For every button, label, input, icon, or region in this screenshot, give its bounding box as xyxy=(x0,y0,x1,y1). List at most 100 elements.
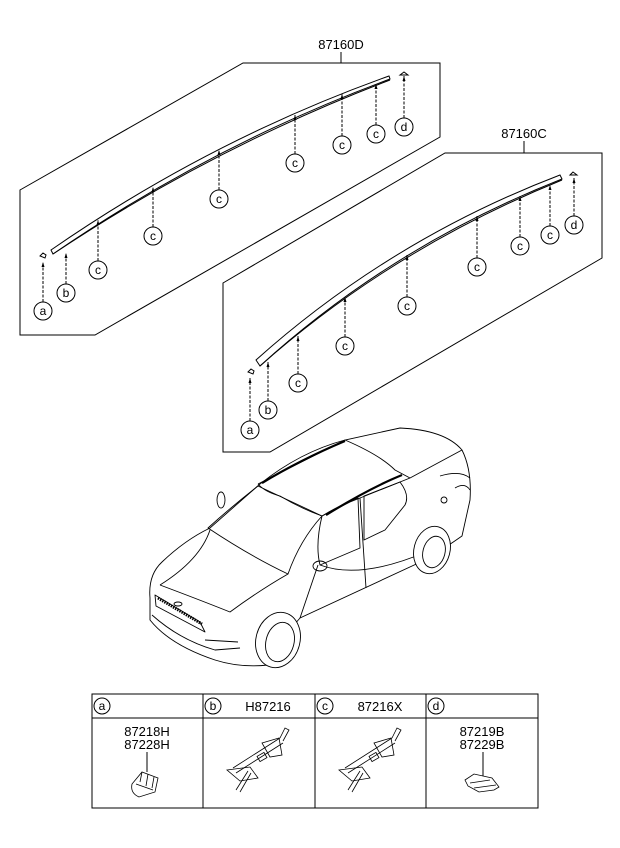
callout-circle xyxy=(56,283,76,303)
clip-d-part xyxy=(398,71,410,76)
callout-label-c: c xyxy=(339,138,345,152)
callout-circle xyxy=(510,236,530,256)
part-number: 87218H xyxy=(124,724,170,739)
callout-circle xyxy=(427,697,445,715)
car-grille-mesh xyxy=(157,596,203,626)
clip-d-part xyxy=(568,171,579,176)
part-number: 87219B xyxy=(460,724,505,739)
assembly-label: 87160D xyxy=(318,37,364,52)
callout-circle xyxy=(204,697,222,715)
arrow-up-icon xyxy=(151,187,155,192)
car-roof-rail-right xyxy=(325,473,403,516)
callout-circle xyxy=(209,189,229,209)
callout-label-c: c xyxy=(295,376,301,390)
car-bumper xyxy=(151,614,241,651)
callout-circle xyxy=(335,336,355,356)
table-column-d: d 87219B 87229B xyxy=(427,697,505,793)
arrow-up-icon xyxy=(402,76,406,81)
callout-label-c: c xyxy=(216,192,222,206)
assembly-frame xyxy=(19,62,441,336)
column-key: d xyxy=(433,699,440,713)
callout-label-c: c xyxy=(517,239,523,253)
part-number: 87216X xyxy=(358,699,403,714)
fastener-clip-icon xyxy=(226,727,290,793)
table-column-a: a 87218H 87228H xyxy=(93,697,170,798)
car-windshield xyxy=(207,485,323,575)
arrow-up-icon xyxy=(374,84,378,89)
car-front-rim xyxy=(265,621,295,663)
car-antenna-mirror xyxy=(216,491,226,509)
callout-circle xyxy=(397,296,417,316)
arrow-up-icon xyxy=(217,150,221,155)
callout-circle xyxy=(316,697,334,715)
rail-edge xyxy=(259,179,563,367)
roof-rail-molding xyxy=(50,75,391,255)
callout-label-b: b xyxy=(63,286,70,300)
callout-circle xyxy=(285,153,305,173)
arrow-up-icon xyxy=(41,262,45,267)
car-roof-rail-left xyxy=(261,439,346,484)
fastener-clip-icon xyxy=(338,727,402,793)
assembly-frame xyxy=(222,152,603,453)
arrow-up-icon xyxy=(293,115,297,120)
callout-circle xyxy=(288,373,308,393)
callout-circle xyxy=(93,697,111,715)
part-number: 87229B xyxy=(460,737,505,752)
sedan-car-icon xyxy=(149,427,471,669)
callout-label-c: c xyxy=(474,260,480,274)
arrow-up-icon xyxy=(343,297,347,302)
arrow-up-icon xyxy=(296,336,300,341)
car-logo xyxy=(173,601,183,607)
callout-label-c: c xyxy=(404,299,410,313)
car-rear-rim xyxy=(422,535,446,569)
callout-label-c: c xyxy=(292,156,298,170)
car-side-mirror xyxy=(312,560,328,572)
column-key: a xyxy=(99,699,106,713)
car-front-window xyxy=(317,497,361,566)
callout-circle xyxy=(394,117,414,137)
car-door-lines xyxy=(299,497,427,619)
callout-circle xyxy=(143,226,163,246)
callout-circle xyxy=(240,420,260,440)
callout-label-c: c xyxy=(342,339,348,353)
callout-label-c: c xyxy=(150,229,156,243)
car-line xyxy=(344,439,411,479)
roof-rail-molding xyxy=(255,174,563,367)
table-column-b: b H87216 xyxy=(204,697,291,793)
callout-circle xyxy=(258,400,278,420)
column-key: b xyxy=(210,699,217,713)
cap-clip-icon xyxy=(131,771,159,798)
callout-label-a: a xyxy=(247,423,254,437)
callout-label-a: a xyxy=(40,304,47,318)
part-number: H87216 xyxy=(245,699,291,714)
assembly-87160D: 87160D a b c c c c c c d xyxy=(19,37,441,336)
arrow-up-icon xyxy=(266,362,270,367)
arrow-up-icon xyxy=(340,94,344,99)
arrow-up-icon xyxy=(96,220,100,225)
car-rear-window xyxy=(363,481,408,541)
arrow-up-icon xyxy=(405,255,409,260)
assembly-label: 87160C xyxy=(501,126,547,141)
callout-label-c: c xyxy=(373,127,379,141)
car-fuel-door xyxy=(440,496,448,504)
end-cap-icon xyxy=(464,773,500,793)
callout-label-c: c xyxy=(547,228,553,242)
callout-circle xyxy=(88,260,108,280)
column-key: c xyxy=(322,699,328,713)
car-trunk xyxy=(439,473,471,491)
clip-a-part xyxy=(247,368,255,375)
table-column-c: c 87216X xyxy=(316,697,403,793)
car-hood xyxy=(159,529,289,613)
parts-table: a 87218H 87228H b H87216 xyxy=(91,693,539,809)
callout-circle xyxy=(33,301,53,321)
callout-label-d: d xyxy=(401,120,408,134)
callout-label-b: b xyxy=(265,403,272,417)
car-body xyxy=(149,427,471,667)
arrow-up-icon xyxy=(518,196,522,201)
callout-circle xyxy=(332,135,352,155)
arrow-up-icon xyxy=(248,378,252,383)
clip-a-part xyxy=(39,252,47,259)
arrow-up-icon xyxy=(475,216,479,221)
